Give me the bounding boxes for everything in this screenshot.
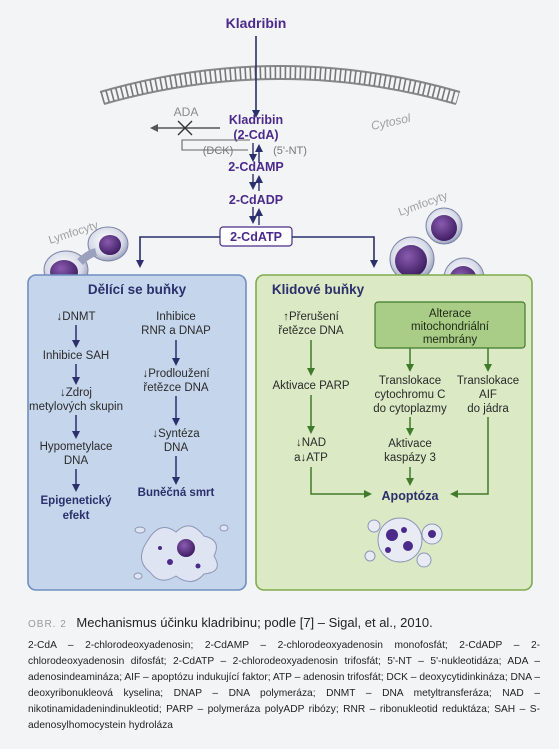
dividing-hypometylace: Hypometylace [40, 441, 113, 453]
dividing-rnr: RNR a DNAP [141, 325, 211, 337]
dividing-epigeneticky: Epigenetický [41, 495, 113, 507]
resting-cells-panel [255, 274, 533, 591]
mechanism-diagram: Kladribin Kladribin (2-CdA) ADA (DCK) (5… [27, 15, 533, 591]
dividing-bunecna-smrt: Buněčná smrt [138, 487, 215, 499]
dividing-flow-arrows [72, 325, 180, 492]
dividing-dnmt: ↓DNMT [57, 311, 96, 323]
dividing-retezce: řetězce DNA [143, 382, 209, 394]
dividing-prodlouzeni: ↓Prodloužení [142, 368, 210, 380]
resting-cytochromu: cytochromu C [375, 389, 446, 401]
cdamp-label: 2-CdAMP [228, 160, 284, 174]
resting-flow-arrows [307, 340, 492, 498]
figure-caption: OBR. 2 Mechanismus účinku kladribinu; po… [28, 615, 540, 734]
dividing-zdroj: ↓Zdroj [60, 387, 92, 399]
dividing-synteza: ↓Syntéza [152, 428, 200, 440]
resting-translokace-1: Translokace [379, 375, 441, 387]
resting-atp: a↓ATP [294, 452, 328, 464]
dividing-dna-1: DNA [64, 455, 89, 467]
dividing-inhibice: Inhibice [156, 311, 196, 323]
resting-do-cytoplazmy: do cytoplazmy [373, 403, 447, 415]
dck-label: (DCK) [203, 145, 234, 157]
dividing-dna-2: DNA [164, 442, 189, 454]
apoptotic-cell-image [364, 517, 443, 568]
resting-apoptoza: Apoptóza [382, 489, 440, 503]
resting-nad: ↓NAD [296, 437, 326, 449]
resting-title: Klidové buňky [272, 282, 365, 297]
caption-title-line: OBR. 2 Mechanismus účinku kladribinu; po… [28, 615, 540, 630]
abbreviations-list: 2-CdA – 2-chlorodeoxyadenosin; 2-CdAMP –… [28, 640, 540, 731]
resting-aktivace-parp: Aktivace PARP [272, 380, 349, 392]
cytosol-label: Cytosol [370, 111, 412, 133]
dividing-title: Dělící se buňky [88, 282, 187, 297]
phosphorylation-arrows [249, 143, 263, 225]
ada-label: ADA [174, 105, 199, 119]
block-cross-icon [177, 120, 193, 136]
nt-label: (5'-NT) [273, 145, 307, 157]
dividing-cells-panel [27, 274, 247, 591]
drug-abbr-label: (2-CdA) [233, 128, 278, 142]
dividing-inhibice-sah: Inhibice SAH [43, 350, 109, 362]
resting-aif: AIF [479, 389, 497, 401]
caption-title: Mechanismus účinku kladribinu; podle [7]… [76, 615, 433, 630]
branch-dividing-arrow [136, 236, 220, 268]
drug-inside-label: Kladribin [229, 113, 283, 127]
resting-do-jadra: do jádra [467, 403, 509, 415]
salvage-loop [181, 139, 250, 151]
dividing-metylovych: metylových skupin [29, 401, 123, 413]
mito-line-3: membrány [423, 334, 478, 346]
mito-box [374, 301, 526, 349]
drug-label: Kladribin [226, 15, 287, 31]
cdadp-label: 2-CdADP [229, 193, 283, 207]
cdatp-label: 2-CdATP [230, 230, 282, 244]
resting-translokace-2: Translokace [457, 375, 519, 387]
resting-retezce: řetězce DNA [278, 325, 344, 337]
resting-aktivace-kaspazy: Aktivace [388, 438, 431, 450]
mito-line-1: Alterace [429, 308, 471, 320]
dividing-efekt: efekt [63, 510, 90, 522]
figure-number: OBR. 2 [28, 619, 67, 630]
resting-kaspazy-3: kaspázy 3 [384, 452, 436, 464]
mito-line-2: mitochondriální [411, 321, 490, 333]
branch-resting-arrow [292, 236, 378, 268]
resting-preruseni: ↑Přerušení [283, 311, 339, 323]
dying-cell-image [133, 524, 229, 582]
cell-membrane [99, 65, 461, 105]
